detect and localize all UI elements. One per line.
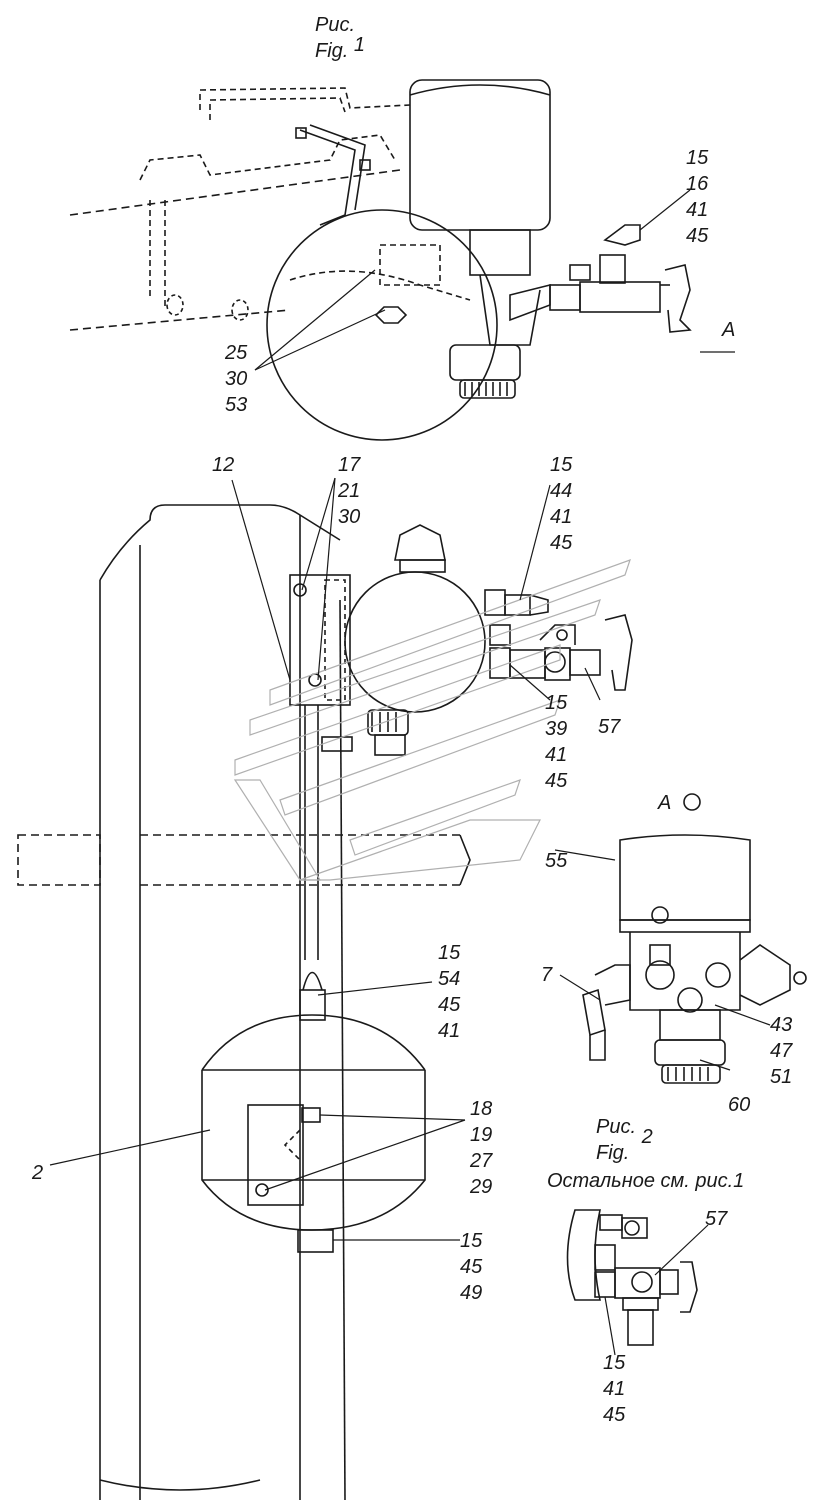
callout-number: 15 (550, 454, 573, 476)
callout-number: 44 (550, 480, 573, 502)
callout-number: 15 (545, 692, 568, 714)
callout-12: 12 (212, 454, 235, 476)
fig2-drawing (566, 1209, 698, 1346)
callout-15-45-49: 15 45 49 (460, 1228, 482, 1306)
view-a-label: А (658, 792, 672, 814)
fig2-ris-word: Рис. (596, 1116, 637, 1138)
callout-number: 18 (470, 1098, 493, 1120)
callout-number: 15 (460, 1230, 483, 1252)
callout-number: 25 (225, 342, 248, 364)
callout-25-30-53: 25 30 53 (225, 340, 247, 418)
fig2-caption-line1: Рис. 2 (596, 1114, 653, 1148)
callout-number: 17 (338, 454, 361, 476)
callout-number: 15 (686, 147, 709, 169)
callout-number: 21 (338, 480, 361, 502)
callout-15-16-41-45: 15 16 41 45 (686, 145, 708, 249)
callout-number: 45 (686, 225, 709, 247)
callout-number: 45 (438, 994, 461, 1016)
fig1-caption-line1: Рис. (315, 14, 356, 36)
callout-number: 27 (470, 1150, 493, 1172)
callout-number: 30 (225, 368, 248, 390)
callout-number: 45 (603, 1404, 626, 1426)
leader-lines (49, 189, 771, 1356)
callout-2: 2 (32, 1162, 44, 1184)
callout-number: 41 (550, 506, 573, 528)
callout-43-47-51: 43 47 51 (770, 1012, 792, 1090)
callout-number: 29 (470, 1176, 493, 1198)
view-a-drawing (582, 793, 807, 1084)
view-a-marker: А (722, 319, 736, 341)
callout-57: 57 (598, 716, 621, 738)
callout-number: 41 (438, 1020, 461, 1042)
callout-17-21-30: 17 21 30 (338, 452, 360, 530)
callout-number: 41 (686, 199, 709, 221)
callout-15-54-45-41: 15 54 45 41 (438, 940, 460, 1044)
callout-number: 54 (438, 968, 461, 990)
fig1-number: 1 (353, 34, 366, 56)
callout-55: 55 (545, 850, 568, 872)
callout-number: 49 (460, 1282, 483, 1304)
fig2-caption: Рис. 2 Fig. (596, 1114, 653, 1166)
callout-number: 45 (545, 770, 568, 792)
callout-15-44-41-45: 15 44 41 45 (550, 452, 572, 556)
callout-number: 51 (770, 1066, 793, 1088)
callout-60: 60 (728, 1094, 751, 1116)
callout-number: 30 (338, 506, 361, 528)
fig1-caption-line2: Fig. 1 (315, 34, 365, 64)
fig2-caption-line2: Fig. (596, 1142, 630, 1164)
callout-15-39-41-45: 15 39 41 45 (545, 690, 567, 794)
callout-57-fig2: 57 (705, 1208, 728, 1230)
callout-number: 39 (545, 718, 568, 740)
callout-15-41-45-fig2: 15 41 45 (603, 1350, 625, 1428)
fig1-drawing (69, 79, 692, 441)
callout-number: 45 (550, 532, 573, 554)
fig1-fig-word: Fig. (315, 40, 349, 62)
fig2-number: 2 (641, 1126, 653, 1148)
main-assembly-drawing (17, 504, 633, 1500)
fig2-note: Остальное см. рис.1 (547, 1170, 745, 1192)
callout-number: 15 (603, 1352, 626, 1374)
callout-number: 16 (686, 173, 709, 195)
callout-number: 19 (470, 1124, 493, 1146)
callout-number: 15 (438, 942, 461, 964)
callout-number: 45 (460, 1256, 483, 1278)
callout-number: 43 (770, 1014, 793, 1036)
callout-18-19-27-29: 18 19 27 29 (470, 1096, 492, 1200)
callout-number: 41 (603, 1378, 626, 1400)
callout-7: 7 (541, 964, 553, 986)
callout-number: 53 (225, 394, 248, 416)
watermark-logo (233, 559, 631, 881)
callout-number: 47 (770, 1040, 793, 1062)
callout-number: 41 (545, 744, 568, 766)
fig1-caption: Рис. Fig. 1 (315, 12, 365, 64)
